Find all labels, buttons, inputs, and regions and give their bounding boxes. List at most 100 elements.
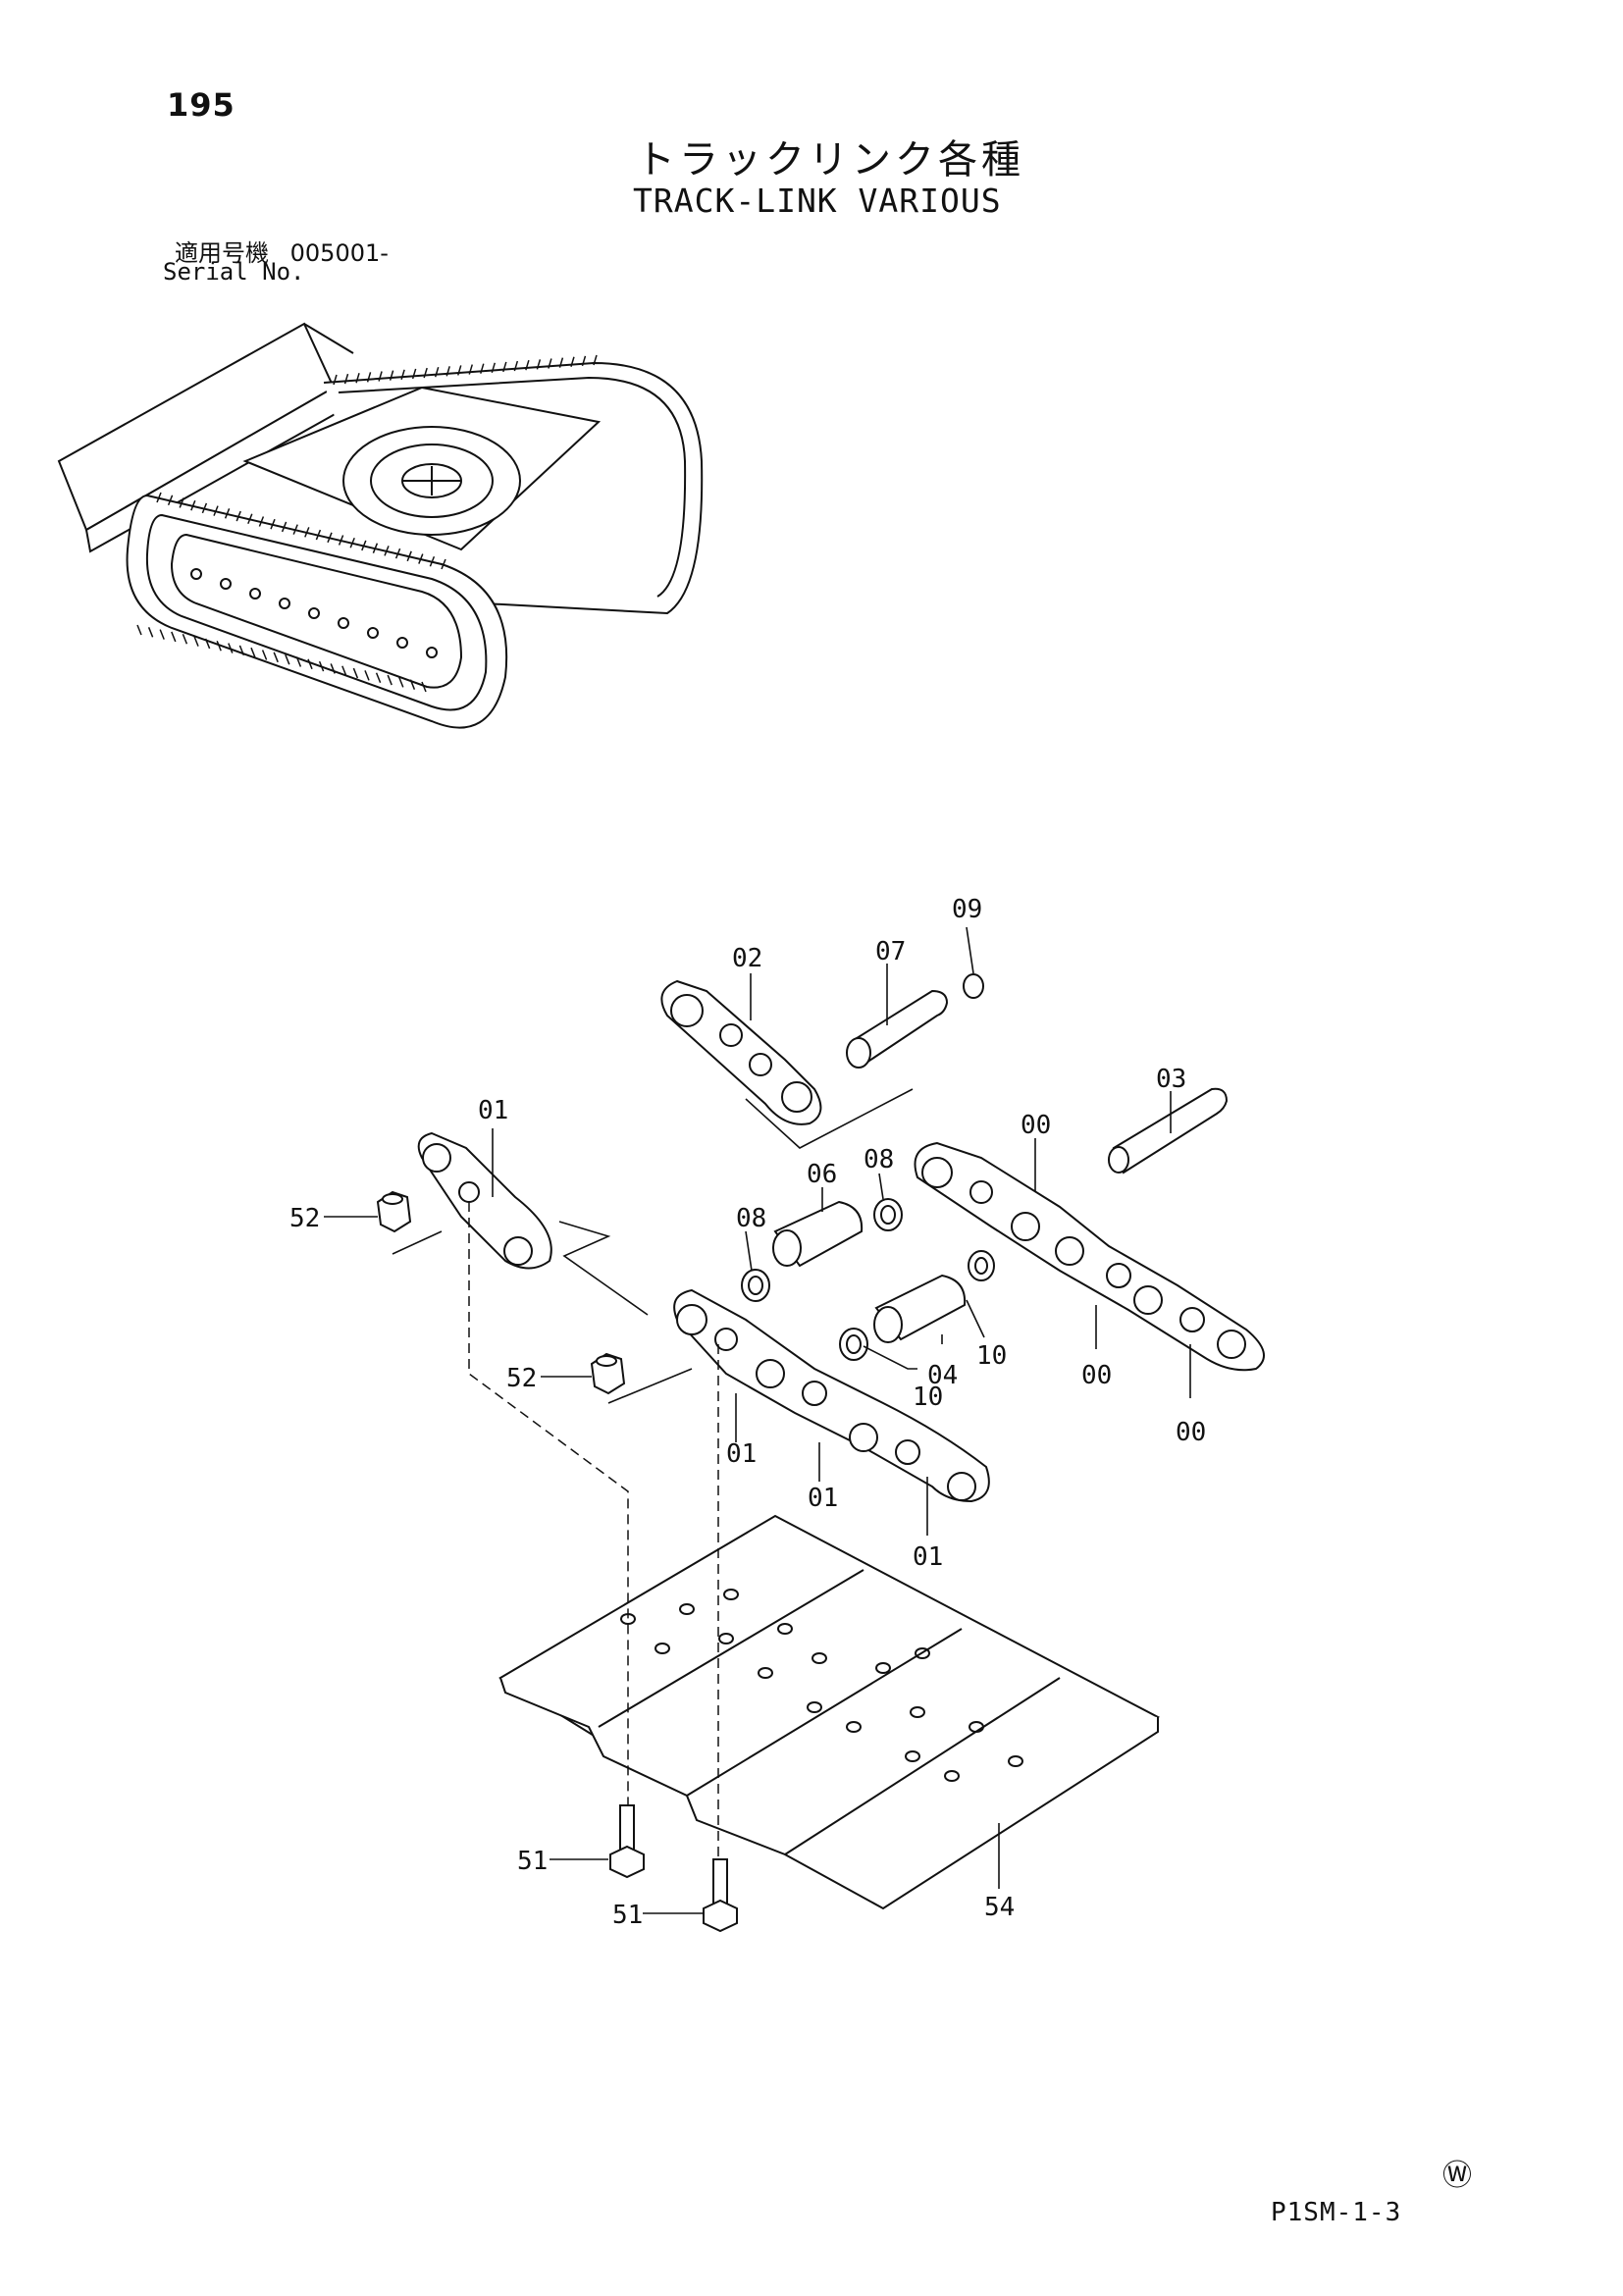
callout-54: 54 [984, 1893, 1015, 1922]
track-shoe-tick [394, 548, 401, 559]
track-shoe-tick [304, 527, 310, 538]
track-shoe-tick [457, 365, 462, 376]
seal-08b [873, 1198, 903, 1231]
track-shoe-tick [434, 366, 440, 378]
track-shoe-tick [171, 631, 177, 643]
bolt-hole [910, 1706, 925, 1718]
callout-10a: 10 [913, 1383, 943, 1412]
track-shoe-tick [548, 358, 552, 369]
callout-06: 06 [807, 1160, 837, 1189]
bolt-hole [812, 1652, 827, 1664]
bolt-hole [1008, 1755, 1023, 1767]
track-shoe-tick [513, 360, 519, 372]
dashed-assembly-lines [468, 1202, 719, 1859]
track-shoe-tick [491, 362, 497, 374]
track-shoe-tick [398, 677, 404, 688]
roller [279, 598, 290, 609]
track-shoe-tick [250, 647, 256, 658]
seal-08a [741, 1269, 770, 1302]
bolt-hole [777, 1623, 793, 1635]
bolt-51-lower [703, 1858, 738, 1933]
track-shoe-tick [429, 556, 436, 567]
track-shoe-tick [318, 660, 325, 672]
bolt-hole [846, 1721, 862, 1733]
bolt-hole [944, 1770, 960, 1782]
callout-08b: 08 [864, 1145, 894, 1174]
track-shoe-tick [364, 670, 370, 681]
track-shoe-tick [502, 361, 507, 373]
track-shoe-tick [349, 537, 355, 548]
callout-52a: 52 [289, 1204, 320, 1233]
track-shoe-tick [236, 510, 241, 522]
track-shoe-tick [224, 508, 231, 519]
track-shoe-tick [384, 546, 390, 556]
bolt-hole [969, 1721, 984, 1733]
track-shoe-tick [190, 499, 196, 511]
track-shoe-tick [273, 652, 279, 663]
track-shoe-tick [372, 543, 379, 553]
callout-08a: 08 [736, 1204, 766, 1233]
roller [308, 607, 320, 619]
track-shoe-tick [400, 369, 405, 380]
track-shoe-tick [418, 553, 424, 564]
track-shoe-tick [468, 364, 473, 375]
callout-52b: 52 [506, 1364, 537, 1393]
callout-labels: 02 07 09 03 00 08 06 01 08 52 52 10 04 1… [289, 895, 1206, 1930]
track-shoe-tick [341, 665, 347, 677]
callout-07: 07 [875, 937, 906, 966]
track-shoe-tick [558, 357, 564, 368]
track-link-chain-01 [673, 1288, 990, 1503]
seal-10b [968, 1250, 995, 1281]
nut-52-lower [590, 1352, 626, 1395]
track-shoe-tick [167, 495, 174, 505]
track-shoe-tick [285, 653, 290, 665]
track-shoe-54 [498, 1514, 1160, 1910]
track-shoe-tick [327, 532, 333, 544]
bolt-51-upper [609, 1804, 645, 1879]
track-shoe-tick [423, 367, 428, 379]
track-shoe-tick [156, 492, 162, 503]
track-shoe-tick [238, 645, 245, 656]
track-shoe-tick [480, 363, 485, 374]
track-shoe-tick [366, 372, 372, 383]
track-shoe-tick [352, 667, 359, 679]
nut-52-upper [376, 1190, 412, 1233]
track-shoe-tick [338, 535, 344, 546]
bolt-hole [718, 1633, 734, 1644]
roller [367, 627, 379, 639]
bushing-04 [873, 1274, 967, 1343]
serial-value: 005001- [289, 239, 389, 267]
callout-51b: 51 [612, 1901, 643, 1930]
track-shoe-tick [136, 624, 142, 636]
bolt-hole [807, 1701, 822, 1713]
track-shoe-tick [216, 640, 222, 652]
roller [396, 637, 408, 649]
track-shoe-tick [333, 374, 338, 386]
pin-03 [1108, 1087, 1229, 1174]
bolt-hole [758, 1667, 773, 1679]
track-shoe-tick [315, 529, 322, 541]
track-shoe-tick [525, 360, 530, 371]
track-shoe-tick [204, 638, 211, 650]
title-english: TRACK-LINK VARIOUS [633, 182, 1002, 220]
track-shoe-tick [409, 679, 416, 690]
track-shoe-tick [355, 373, 360, 384]
track-shoe-tick [389, 370, 394, 381]
roller [249, 588, 261, 600]
track-shoe-tick [330, 663, 336, 674]
track-shoe-tick [570, 356, 575, 367]
track-shoe-tick [441, 558, 446, 570]
roller [426, 647, 438, 658]
track-shoe-tick [581, 355, 587, 367]
roller [220, 578, 232, 590]
page-number: 195 [167, 86, 236, 124]
serial-label-english: Serial No. [163, 258, 305, 286]
bolt-hole [875, 1662, 891, 1674]
bolt-hole [905, 1750, 920, 1762]
track-shoe-tick [536, 359, 542, 370]
callout-03: 03 [1156, 1065, 1186, 1094]
seals [741, 1198, 995, 1361]
track-shoe-tick [182, 634, 188, 645]
track-link-01-single [417, 1131, 552, 1270]
